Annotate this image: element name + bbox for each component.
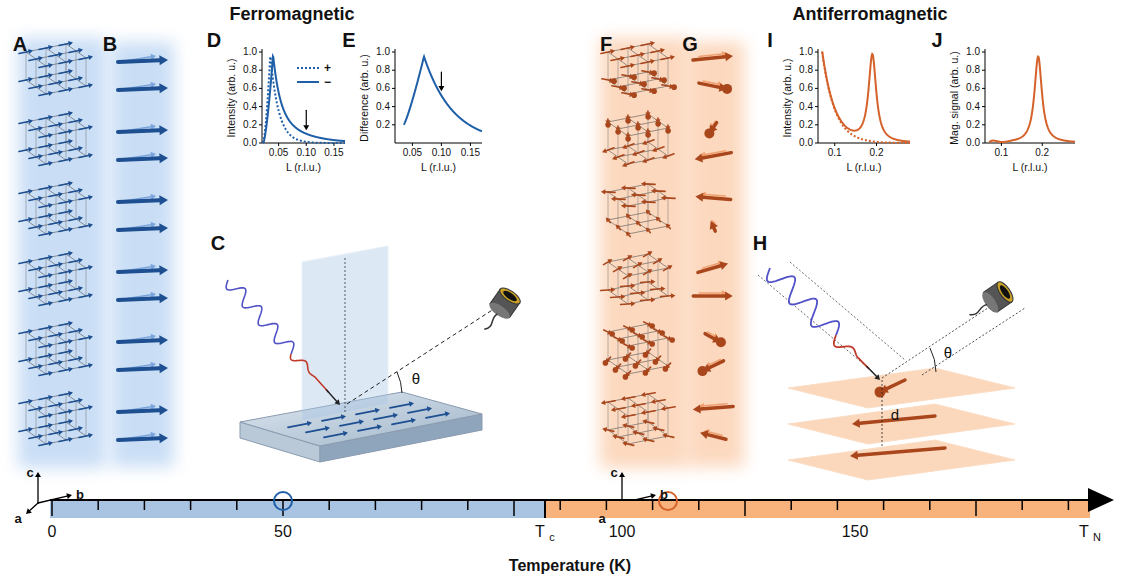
text-label: 1.0	[966, 47, 980, 57]
axis-title: Intensity (arb. u.)	[782, 58, 793, 137]
text-label: L (r.l.u.)	[1012, 162, 1047, 173]
text-label: 0.4	[966, 102, 980, 112]
panel-label: D	[207, 30, 221, 50]
text-label: 0.2	[799, 120, 813, 130]
text-label: 0.2	[870, 148, 884, 158]
text-label: 0.6	[376, 83, 390, 93]
text-label: L (r.l.u.)	[846, 162, 881, 173]
text-label: 0.2	[966, 120, 980, 130]
text-label: T	[1079, 524, 1089, 540]
text-label: b	[76, 488, 84, 501]
crystal-lattice	[19, 41, 93, 446]
legend-item: +	[296, 62, 331, 74]
text-label: 0.6	[799, 83, 813, 93]
legend-sample	[296, 77, 320, 87]
text-label: T	[535, 524, 545, 540]
text-label: 0.8	[966, 65, 980, 75]
spin-column	[693, 51, 733, 439]
text-label: L (r.l.u.)	[421, 162, 456, 173]
text-label: 100	[609, 524, 636, 540]
reflectivity-geometry	[226, 246, 523, 462]
text-label: 0.4	[243, 102, 257, 112]
text-label: c	[610, 466, 617, 479]
text-label: 0.8	[799, 65, 813, 75]
panel-label: J	[931, 30, 942, 50]
text-label: 0.8	[243, 65, 257, 75]
diffraction-geometry	[758, 262, 1025, 480]
text-label: 0.6	[243, 83, 257, 93]
text-label: 0.1	[828, 148, 842, 158]
panel-label: G	[682, 34, 698, 54]
detector-icon	[476, 285, 523, 337]
text-label: 0.4	[376, 102, 390, 112]
text-label: d	[891, 407, 899, 422]
text-label: Temperature (K)	[509, 558, 631, 574]
text-label: c	[549, 532, 555, 543]
text-label: 0.10	[432, 148, 451, 158]
text-label: θ	[944, 345, 952, 360]
axis-title: Mag. signal (arb. u.)	[949, 51, 960, 144]
text-label: θ	[412, 371, 420, 386]
text-label: 1.0	[243, 47, 257, 57]
panel-label: C	[211, 233, 225, 253]
panel-label: F	[600, 34, 612, 54]
temperature-axis	[50, 488, 1114, 518]
text-label: 0.15	[324, 148, 343, 158]
text-label: 0.4	[799, 102, 813, 112]
legend-text: −	[324, 76, 331, 88]
text-label: c	[26, 466, 33, 479]
text-label: b	[660, 488, 668, 501]
text-label: a	[14, 512, 21, 525]
text-label: 0.0	[966, 138, 980, 148]
text-label: 0.8	[376, 65, 390, 75]
axis-title: Difference (arb. u.)	[359, 54, 370, 141]
line-plot	[392, 49, 482, 146]
line-plot	[982, 49, 1075, 146]
text-label: 0.2	[243, 120, 257, 130]
text-label: 0.0	[799, 138, 813, 148]
legend-sample	[296, 63, 320, 73]
text-label: 1.0	[799, 47, 813, 57]
legend-item: −	[296, 76, 331, 88]
text-label: 0.10	[297, 148, 316, 158]
panel-label: I	[767, 30, 773, 50]
spin-column	[118, 54, 168, 444]
detector-icon	[964, 279, 1016, 326]
crystal-lattice	[601, 41, 677, 446]
panel-label: B	[103, 34, 117, 54]
glow	[18, 38, 744, 468]
line-plot	[259, 49, 345, 146]
text-label: 0.0	[243, 138, 257, 148]
text-label: 50	[274, 524, 292, 540]
line-plot	[815, 49, 910, 146]
panel-label: H	[753, 233, 767, 253]
panel-label: Ferromagnetic	[229, 5, 354, 23]
text-label: 1.0	[376, 47, 390, 57]
text-label: 0.05	[269, 148, 288, 158]
text-label: 0.2	[1035, 148, 1049, 158]
text-label: 0.05	[403, 148, 422, 158]
text-label: 0	[48, 524, 57, 540]
axis-title: Intensity (arb. u.)	[226, 58, 237, 137]
text-label: 0.2	[376, 120, 390, 130]
text-label: N	[1093, 532, 1101, 543]
panel-label: E	[342, 30, 355, 50]
text-label: L (r.l.u.)	[286, 162, 321, 173]
text-label: 0.6	[966, 83, 980, 93]
text-label: a	[598, 512, 605, 525]
legend-text: +	[324, 62, 331, 74]
panel-label: A	[13, 34, 27, 54]
text-label: 0.1	[994, 148, 1008, 158]
panel-label: Antiferromagnetic	[792, 5, 947, 23]
text-label: 150	[842, 524, 869, 540]
text-label: 0.15	[461, 148, 480, 158]
